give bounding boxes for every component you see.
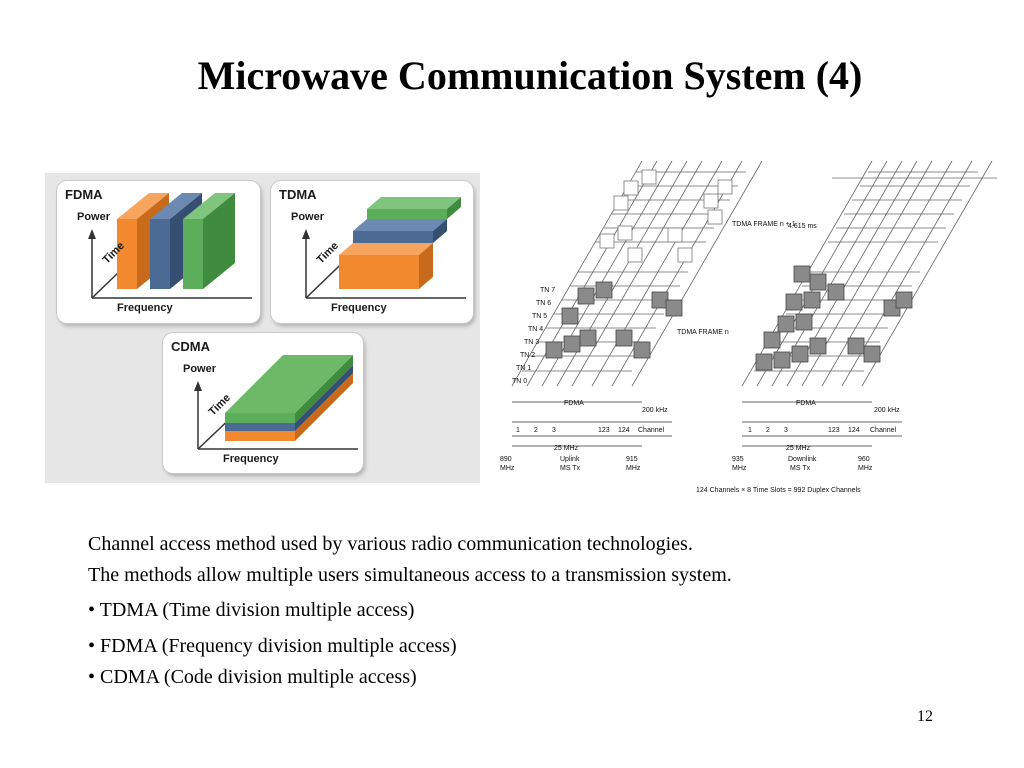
bullet-cdma: • CDMA (Code division multiple access) — [88, 666, 417, 688]
down-channel-word: Channel — [870, 427, 897, 434]
fdma-label: FDMA — [65, 187, 103, 202]
frame-duration-label: 4.615 ms — [788, 223, 817, 230]
down-ch2: 2 — [766, 427, 770, 434]
downlink-start-freq: 935 — [732, 456, 744, 463]
tdma-diagram — [302, 197, 466, 299]
bandwidth-uplink-label: 200 kHz — [642, 407, 668, 414]
tdma-frequency-label: Frequency — [331, 302, 387, 314]
tdma-frame-n-label: TDMA FRAME n — [677, 329, 729, 336]
bullet-fdma: • FDMA (Frequency division multiple acce… — [88, 635, 457, 657]
tdma-frame-n1-label: TDMA FRAME n + 1 — [732, 221, 796, 228]
up-channel-word: Channel — [638, 427, 665, 434]
uplink-span-label: 25 MHz — [554, 445, 579, 452]
fdma-uplink-label: FDMA — [564, 400, 584, 407]
tn4-label: TN 4 — [528, 326, 543, 333]
tn0-label: TN 0 — [512, 378, 527, 385]
fdma-diagram — [88, 193, 252, 299]
tdma-panel: TDMA Power Time Frequency — [271, 181, 473, 323]
down-ch3: 3 — [784, 427, 788, 434]
bullet-tdma: • TDMA (Time division multiple access) — [88, 599, 415, 621]
up-ch3: 3 — [552, 427, 556, 434]
downlink-start-unit: MHz — [732, 465, 747, 472]
cdma-power-label: Power — [183, 363, 217, 375]
body-line-1: Channel access method used by various ra… — [88, 533, 693, 555]
fdma-downlink-label: FDMA — [796, 400, 816, 407]
uplink-start-unit: MHz — [500, 465, 515, 472]
bandwidth-downlink-label: 200 kHz — [874, 407, 900, 414]
uplink-end-freq: 915 — [626, 456, 638, 463]
down-ch1: 1 — [748, 427, 752, 434]
downlink-end-freq: 960 — [858, 456, 870, 463]
cdma-panel: CDMA Power Time Frequency — [163, 333, 363, 473]
uplink-mstx-label: MS Tx — [560, 465, 581, 472]
up-ch2: 2 — [534, 427, 538, 434]
uplink-end-unit: MHz — [626, 465, 641, 472]
up-ch123: 123 — [598, 427, 610, 434]
up-ch1: 1 — [516, 427, 520, 434]
tn3-label: TN 3 — [524, 339, 539, 346]
tn6-label: TN 6 — [536, 300, 551, 307]
access-methods-figure: FDMA Power Time Frequency TDMA Power Tim… — [45, 173, 480, 530]
body-line-2: The methods allow multiple users simulta… — [88, 564, 732, 586]
downlink-span-label: 25 MHz — [786, 445, 811, 452]
slide-title: Microwave Communication System (4) — [197, 53, 863, 98]
cdma-label: CDMA — [171, 339, 210, 354]
fdma-frequency-label: Frequency — [117, 302, 173, 314]
fdma-panel: FDMA Power Time Frequency — [57, 181, 260, 323]
fdma-power-label: Power — [77, 211, 111, 223]
down-ch124: 124 — [848, 427, 860, 434]
downlink-mstx-label: MS Tx — [790, 465, 811, 472]
cdma-diagram — [194, 355, 358, 450]
up-ch124: 124 — [618, 427, 630, 434]
gsm-channel-diagram: TN 7 TN 6 TN 5 TN 4 TN 3 TN 2 TN 1 TN 0 … — [500, 160, 997, 494]
uplink-start-freq: 890 — [500, 456, 512, 463]
tn2-label: TN 2 — [520, 352, 535, 359]
tn5-label: TN 5 — [532, 313, 547, 320]
tdma-label: TDMA — [279, 187, 317, 202]
duplex-channels-caption: 124 Channels × 8 Time Slots = 992 Duplex… — [696, 487, 861, 494]
page-number: 12 — [917, 708, 933, 725]
tn7-label: TN 7 — [540, 287, 555, 294]
down-ch123: 123 — [828, 427, 840, 434]
tdma-power-label: Power — [291, 211, 325, 223]
cdma-frequency-label: Frequency — [223, 453, 279, 465]
tn1-label: TN 1 — [516, 365, 531, 372]
uplink-label: Uplink — [560, 456, 580, 463]
downlink-end-unit: MHz — [858, 465, 873, 472]
downlink-label: Downlink — [788, 456, 817, 463]
